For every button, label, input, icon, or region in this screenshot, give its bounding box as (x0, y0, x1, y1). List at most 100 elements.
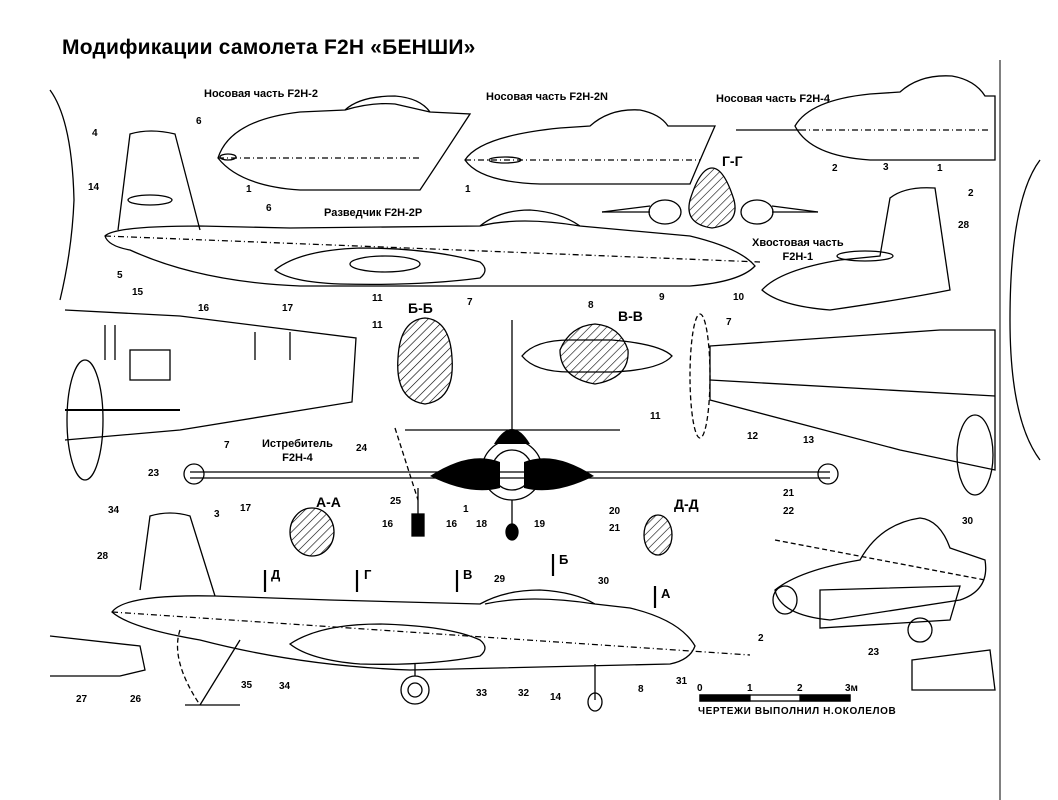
callout-30: 30 (598, 576, 610, 587)
scale-tick-3m: 3м (845, 683, 858, 694)
callout-2: 2 (968, 188, 974, 199)
callout-13: 13 (803, 435, 815, 446)
tip-tank-outline (689, 313, 711, 439)
section-label-gg: Г-Г (722, 153, 743, 169)
callout-21: 21 (783, 488, 795, 499)
label-nose-f2h2n: Носовая часть F2H-2N (486, 91, 608, 103)
callout-23: 23 (868, 647, 880, 658)
section-gg-drawing (601, 167, 819, 229)
callout-16: 16 (382, 519, 394, 530)
callout-21: 21 (609, 523, 621, 534)
callout-6: 6 (266, 203, 272, 214)
callout-31: 31 (676, 676, 688, 687)
callout-7: 7 (726, 317, 732, 328)
callout-8: 8 (638, 684, 644, 695)
callout-16: 16 (446, 519, 458, 530)
callout-11: 11 (372, 320, 383, 331)
scale-tick-1: 1 (747, 683, 753, 694)
cut-mark-d: Д (271, 567, 281, 582)
page-title: Модификации самолета F2H «БЕНШИ» (62, 36, 476, 59)
callout-11: 11 (650, 411, 661, 422)
callout-26: 26 (130, 694, 142, 705)
callout-15: 15 (132, 287, 144, 298)
callout-16: 16 (198, 303, 210, 314)
callout-22: 22 (783, 506, 795, 517)
drawing-credit: ЧЕРТЕЖИ ВЫПОЛНИЛ Н.ОКОЛЕЛОВ (698, 706, 897, 717)
callout-17: 17 (282, 303, 294, 314)
callout-19: 19 (534, 519, 546, 530)
callout-32: 32 (518, 688, 530, 699)
bottom-left-tail (49, 635, 146, 677)
section-label-vv: В-В (618, 308, 643, 324)
label-tail-f2h1: Хвостовая часть F2H-1 (752, 236, 844, 264)
label-fighter-f2h4-line1: Истребитель (262, 438, 333, 450)
section-aa-shape (289, 507, 335, 557)
cut-mark-a: А (661, 586, 671, 601)
left-wing-drawing (64, 309, 357, 481)
callout-10: 10 (733, 292, 745, 303)
scale-bar-drawing (699, 694, 851, 702)
section-label-aa: А-А (316, 494, 341, 510)
callout-3: 3 (214, 509, 220, 520)
nose-f2h2-drawing (217, 95, 472, 191)
callout-3: 3 (883, 162, 889, 173)
label-nose-f2h2: Носовая часть F2H-2 (204, 88, 318, 100)
callout-1: 1 (463, 504, 469, 515)
callout-9: 9 (659, 292, 665, 303)
cut-mark-b: Б (559, 552, 569, 567)
label-fighter-f2h4-line2: F2H-4 (282, 452, 313, 464)
section-dd-shape (643, 514, 673, 556)
callout-34: 34 (279, 681, 291, 692)
callout-6: 6 (196, 116, 202, 127)
callout-8: 8 (588, 300, 594, 311)
callout-29: 29 (494, 574, 506, 585)
fighter-f2h4-front-drawing (183, 320, 839, 541)
callout-7: 7 (224, 440, 230, 451)
callout-18: 18 (476, 519, 488, 530)
callout-2: 2 (758, 633, 764, 644)
section-label-dd: Д-Д (674, 496, 699, 512)
nose-f2h2n-drawing (464, 109, 716, 185)
label-tail-f2h1-line1: Хвостовая часть (752, 237, 844, 249)
callout-11: 11 (372, 293, 383, 304)
label-fighter-f2h4: Истребитель F2H-4 (262, 437, 333, 465)
nose-f2h4-drawing (736, 75, 996, 161)
label-tail-f2h1-line2: F2H-1 (782, 251, 814, 263)
right-wing-drawing (709, 329, 996, 496)
callout-12: 12 (747, 431, 759, 442)
callout-20: 20 (609, 506, 621, 517)
recon-f2h2p-drawing (104, 130, 761, 287)
callout-25: 25 (390, 496, 402, 507)
callout-24: 24 (356, 443, 368, 454)
label-nose-f2h4: Носовая часть F2H-4 (716, 93, 830, 105)
callout-5: 5 (117, 270, 123, 281)
callout-27: 27 (76, 694, 88, 705)
scale-tick-2: 2 (797, 683, 803, 694)
callout-14: 14 (88, 182, 100, 193)
callout-2: 2 (832, 163, 838, 174)
callout-30: 30 (962, 516, 974, 527)
cut-mark-g: Г (364, 567, 372, 582)
tail-f2h1-drawing (761, 187, 951, 311)
callout-23: 23 (148, 468, 160, 479)
section-label-bb: Б-Б (408, 300, 433, 316)
callout-1: 1 (937, 163, 943, 174)
callout-28: 28 (958, 220, 970, 231)
left-edge-fuselage (49, 89, 75, 301)
callout-33: 33 (476, 688, 488, 699)
scale-tick-0: 0 (697, 683, 703, 694)
callout-1: 1 (465, 184, 471, 195)
callout-28: 28 (97, 551, 109, 562)
callout-14: 14 (550, 692, 562, 703)
rocket-pod-view-drawing (772, 517, 996, 691)
f2h4-side-drawing (111, 512, 751, 712)
callout-34: 34 (108, 505, 120, 516)
callout-35: 35 (241, 680, 253, 691)
callout-4: 4 (92, 128, 98, 139)
callout-7: 7 (467, 297, 473, 308)
section-bb-shape (397, 317, 453, 405)
section-vv-drawing (521, 323, 673, 385)
cut-mark-v: В (463, 567, 473, 582)
